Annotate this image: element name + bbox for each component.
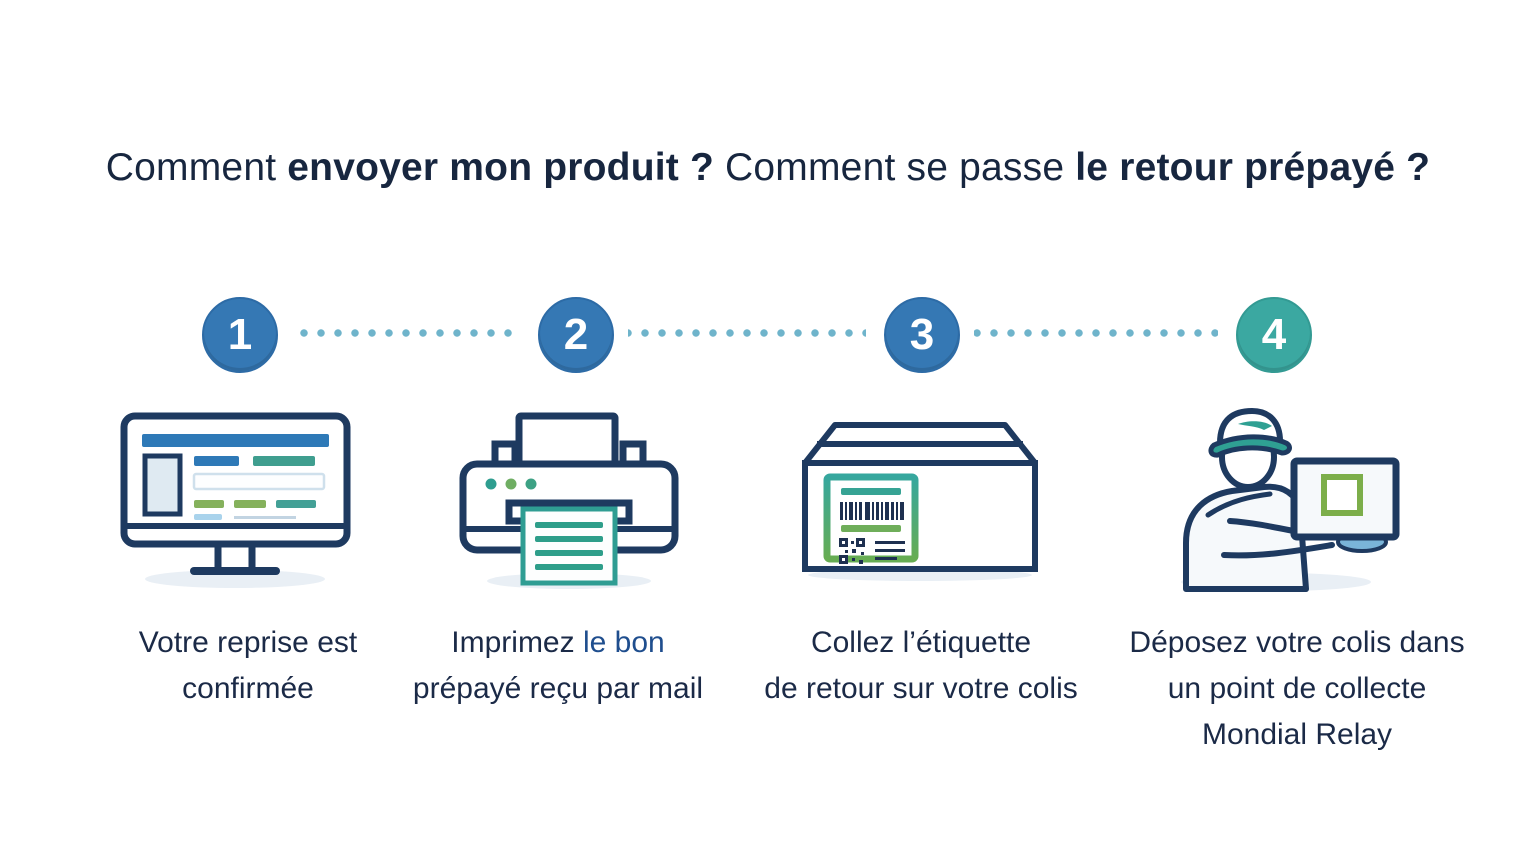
step-2-caption: Imprimez le bon prépayé reçu par mail <box>378 620 738 712</box>
step-4-caption: Déposez votre colis dans un point de col… <box>1092 620 1502 758</box>
step-2-caption-line1a: Imprimez <box>451 626 583 659</box>
step-4-caption-line3: Mondial Relay <box>1201 718 1393 751</box>
label-text-lines <box>875 541 905 560</box>
package-shipping-label-icon <box>802 422 1038 581</box>
step-2-badge: 2 <box>538 297 614 373</box>
connector-dots-1-2 <box>292 329 520 337</box>
step-2-number: 2 <box>563 310 589 359</box>
step-1-caption-line1: Votre reprise est <box>138 626 358 659</box>
title-part-bold: envoyer mon produit ? <box>287 146 715 189</box>
barcode <box>840 502 904 520</box>
step-1-number: 1 <box>227 310 253 359</box>
connector-dots-3-4 <box>974 329 1218 337</box>
step-2-caption-line1b: le bon <box>582 626 665 659</box>
step-1-caption-line2: confirmée <box>182 672 314 705</box>
step-3-caption: Collez l’étiquette de retour sur votre c… <box>740 620 1102 712</box>
step-4-caption-line2: un point de collecte <box>1167 672 1427 705</box>
step-3-caption-line1: Collez l’étiquette <box>810 626 1032 659</box>
connector-dots-2-3 <box>628 329 866 337</box>
computer-monitor-icon <box>120 412 351 588</box>
step-1-badge: 1 <box>202 297 278 373</box>
step-2-caption-line2: prépayé reçu par mail <box>412 672 704 705</box>
step-3-number: 3 <box>909 310 935 359</box>
printer-icon <box>459 412 679 589</box>
qr-code <box>839 538 865 564</box>
step-1-caption: Votre reprise est confirmée <box>68 620 428 712</box>
step-3-caption-line2: de retour sur votre colis <box>764 672 1078 705</box>
step-4-number: 4 <box>1261 310 1287 359</box>
title-part-regular: Comment <box>105 146 288 189</box>
title-part-regular-2: Comment se passe <box>714 146 1076 189</box>
delivery-person-icon <box>1181 408 1400 592</box>
step-3-badge: 3 <box>884 297 960 373</box>
page-title: Comment envoyer mon produit ? Comment se… <box>0 146 1536 190</box>
step-4-badge: 4 <box>1236 297 1312 373</box>
title-part-bold-2: le retour prépayé ? <box>1075 146 1431 189</box>
step-4-caption-line1: Déposez votre colis dans <box>1129 626 1465 659</box>
